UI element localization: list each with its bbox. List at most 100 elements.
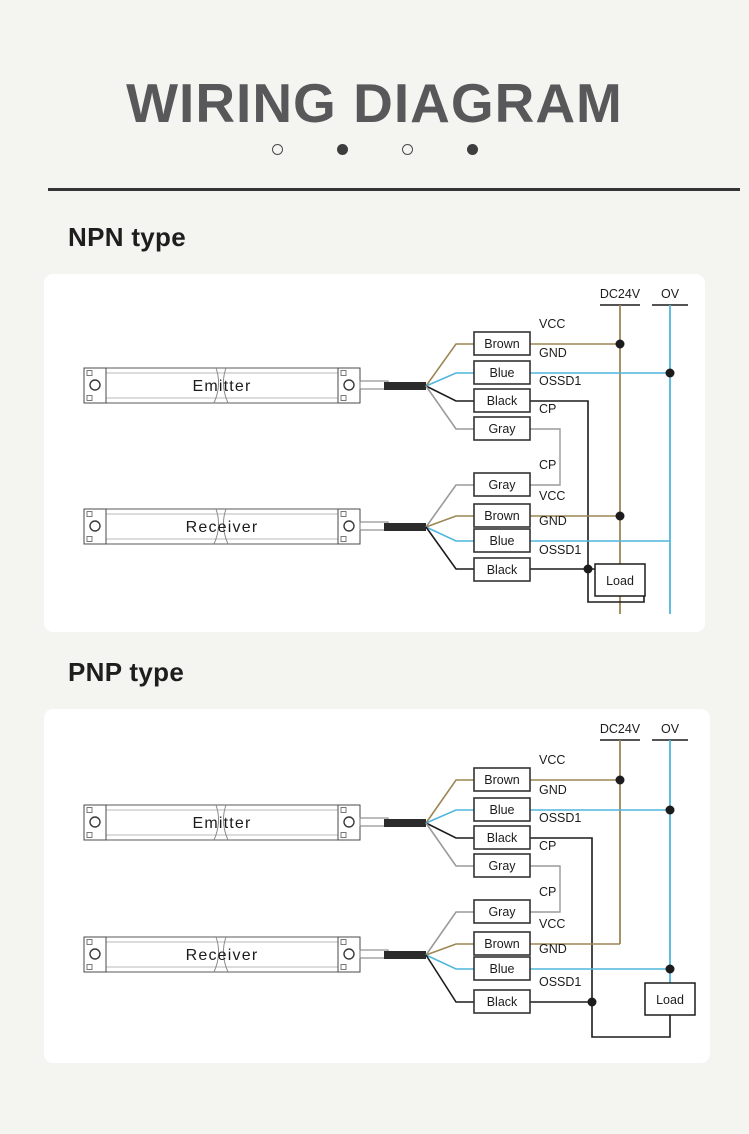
run-ossd1-emitter-pnp [530, 837, 593, 1007]
power-rail-0v-npn: OV [652, 287, 688, 614]
emitter-cable-trunk-pnp [384, 819, 426, 827]
wire-signal-label: CP [539, 885, 556, 899]
junction-dot-vcc-emitter-pnp [615, 775, 625, 785]
wire-box-label: Blue [489, 366, 514, 380]
wire-box-blue-emitter-pnp: Blue GND [473, 783, 567, 822]
wire-blue-emitter-npn [425, 372, 474, 387]
wire-box-gray-receiver-pnp: Gray CP [473, 885, 556, 924]
emitter-label-npn: Emitter [192, 378, 251, 395]
wire-black-receiver-pnp [425, 954, 474, 1003]
wire-box-black-emitter-npn: Black OSSD1 [473, 374, 581, 413]
wire-box-gray-receiver-npn: Gray CP [473, 458, 556, 497]
wire-blue-receiver-pnp [425, 954, 474, 970]
wire-blue-receiver-npn [425, 526, 474, 542]
wire-box-label: Brown [484, 509, 519, 523]
pnp-wiring-schematic: Emitter Receiver [83, 722, 696, 1038]
wire-box-blue-emitter-npn: Blue GND [473, 346, 567, 385]
wire-brown-emitter-pnp [425, 779, 474, 824]
decorative-dots [0, 144, 749, 155]
dot-4-filled [466, 144, 478, 155]
wire-signal-label: VCC [539, 317, 565, 331]
load-label-npn: Load [606, 574, 634, 588]
wire-signal-label: GND [539, 346, 567, 360]
wire-box-blue-receiver-npn: Blue GND [473, 514, 567, 553]
wire-box-black-receiver-npn: Black OSSD1 [473, 543, 581, 582]
run-cp-link-pnp [530, 865, 561, 913]
wire-box-brown-receiver-npn: Brown VCC [473, 489, 565, 528]
load-return-pnp [591, 1007, 671, 1038]
wire-box-label: Gray [488, 905, 516, 919]
receiver-label-pnp: Receiver [186, 947, 259, 964]
wire-signal-label: VCC [539, 489, 565, 503]
wire-signal-label: CP [539, 458, 556, 472]
wire-black-receiver-npn [425, 526, 474, 570]
wire-box-brown-emitter-npn: Brown VCC [473, 317, 565, 356]
wire-signal-label: OSSD1 [539, 975, 581, 989]
wire-black-emitter-pnp [425, 822, 474, 839]
wire-signal-label: VCC [539, 917, 565, 931]
dot-2-filled [336, 144, 348, 155]
wire-box-label: Black [487, 831, 518, 845]
wire-signal-label: OSSD1 [539, 374, 581, 388]
section-heading-npn: NPN type [68, 222, 186, 252]
rail-label-0v-npn: OV [661, 287, 680, 301]
receiver-label-npn: Receiver [186, 519, 259, 536]
wire-box-label: Gray [488, 859, 516, 873]
receiver-device-pnp: Receiver [83, 936, 389, 973]
rail-label-dc24v-npn: DC24V [600, 287, 641, 301]
page-title: WIRING DIAGRAM [126, 72, 623, 134]
wire-box-label: Black [487, 394, 518, 408]
wire-box-label: Black [487, 995, 518, 1009]
wire-signal-label: GND [539, 514, 567, 528]
rail-label-dc24v-pnp: DC24V [600, 722, 641, 736]
wire-brown-receiver-pnp [425, 943, 474, 956]
rail-label-0v-pnp: OV [661, 722, 680, 736]
wire-box-black-receiver-pnp: Black OSSD1 [473, 975, 581, 1014]
diagram-card-npn: Emitter Receiver [44, 274, 705, 632]
dot-3-hollow [401, 144, 413, 155]
wire-signal-label: GND [539, 942, 567, 956]
junction-dot-gnd-receiver-pnp [665, 964, 675, 974]
junction-dot-vcc-receiver-npn [615, 511, 625, 521]
load-box-pnp [644, 982, 696, 1016]
emitter-cable-trunk-npn [384, 382, 426, 390]
power-rail-dc24v-pnp: DC24V [600, 722, 641, 944]
wire-signal-label: GND [539, 783, 567, 797]
wire-black-emitter-npn [425, 385, 474, 402]
wire-box-label: Black [487, 563, 518, 577]
wire-box-gray-emitter-npn: Gray CP [473, 402, 556, 441]
wire-box-label: Brown [484, 337, 519, 351]
section-heading-pnp: PNP type [68, 657, 185, 687]
wire-blue-emitter-pnp [425, 809, 474, 824]
receiver-cable-trunk-npn [384, 523, 426, 531]
junction-dot-vcc-emitter-npn [615, 339, 625, 349]
junction-dot-gnd-emitter-npn [665, 368, 675, 378]
wire-box-label: Blue [489, 803, 514, 817]
junction-dot-gnd-emitter-pnp [665, 805, 675, 815]
wire-signal-label: OSSD1 [539, 543, 581, 557]
dot-1-hollow [271, 144, 283, 155]
wire-box-black-emitter-pnp: Black OSSD1 [473, 811, 581, 850]
power-rail-0v-pnp: OV [652, 722, 688, 1004]
diagram-card-pnp: Emitter Receiver [44, 709, 710, 1063]
junction-dot-ossd1-receiver-pnp [587, 997, 597, 1007]
run-cp-link-npn [530, 428, 561, 486]
receiver-device-npn: Receiver [83, 508, 389, 545]
wire-box-blue-receiver-pnp: Blue GND [473, 942, 567, 981]
wire-box-label: Brown [484, 773, 519, 787]
power-rail-dc24v-npn: DC24V [600, 287, 641, 614]
wire-box-brown-receiver-pnp: Brown VCC [473, 917, 565, 956]
wire-box-label: Gray [488, 478, 516, 492]
emitter-device-pnp: Emitter [83, 804, 389, 841]
header-divider [48, 188, 740, 191]
wire-gray-receiver-pnp [425, 911, 474, 956]
wire-brown-emitter-npn [425, 343, 474, 387]
wire-signal-label: CP [539, 402, 556, 416]
load-label-pnp: Load [656, 993, 684, 1007]
wire-gray-emitter-npn [425, 385, 474, 430]
wire-box-gray-emitter-pnp: Gray CP [473, 839, 556, 878]
junction-dot-ossd1-receiver-npn [583, 564, 593, 574]
emitter-label-pnp: Emitter [192, 815, 251, 832]
wire-signal-label: CP [539, 839, 556, 853]
